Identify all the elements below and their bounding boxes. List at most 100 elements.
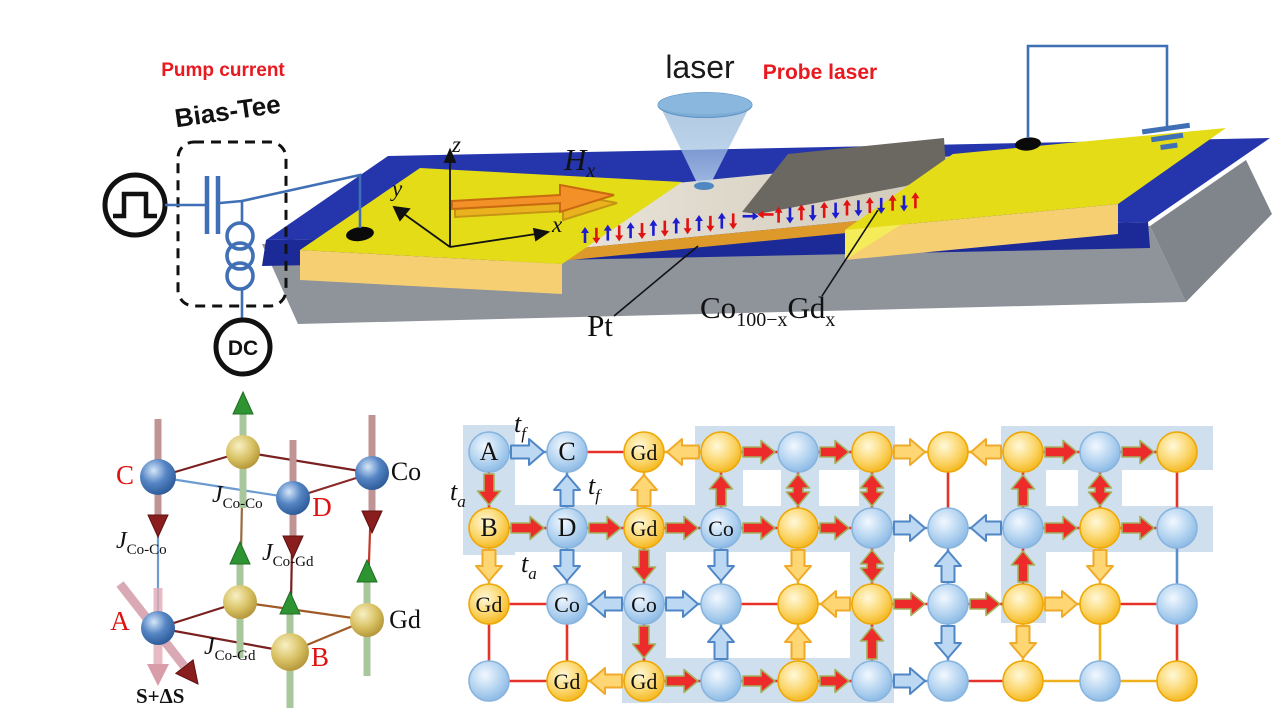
atom-label: B: [311, 642, 329, 672]
spin-arrow-head: [717, 212, 726, 219]
spin-up-head: [232, 390, 254, 415]
lattice-arrow-up: [707, 626, 735, 660]
spin-arrow-head: [695, 215, 703, 221]
lattice-node: [623, 431, 665, 473]
axis-z-label: z: [451, 132, 461, 157]
film-label: Co100−xGdx: [700, 290, 835, 331]
spin-arrow-head: [615, 235, 624, 242]
lattice-arrow-up: [1010, 550, 1036, 583]
lattice-node: [777, 431, 819, 473]
atom-label: Gd: [389, 605, 421, 634]
lattice-arrow-left: [589, 590, 623, 618]
probe-laser-label: Probe laser: [763, 61, 877, 84]
lattice-arrow-right: [742, 668, 776, 694]
pt-layer-edge: [560, 216, 908, 261]
ground-wire: [1026, 44, 1169, 138]
tilted-spin-head: [174, 659, 199, 685]
spin-arrow-head: [911, 192, 920, 199]
lattice-node-label: Gd: [476, 592, 503, 617]
lattice-arrow-right: [742, 439, 776, 465]
spin-arrow-head: [843, 199, 851, 206]
spin-down-head: [361, 510, 383, 535]
right-contact-dot: [1015, 137, 1041, 151]
lattice-arrow-right: [819, 668, 850, 694]
hopping-label: ta: [521, 549, 537, 583]
spin-arrow-head: [649, 219, 658, 226]
bias-tee-label: Bias-Tee: [173, 89, 283, 134]
lattice-arrow-up: [859, 626, 885, 660]
lattice-node: [1002, 583, 1044, 625]
lattice-node-label: Gd: [631, 669, 658, 694]
lattice-node: [851, 583, 893, 625]
spin-arrow-head: [683, 228, 692, 235]
substrate-side-face: [1150, 160, 1272, 302]
spin-arrow-head: [706, 225, 715, 232]
lattice-node: [1079, 507, 1121, 549]
lattice-arrow-down: [1009, 625, 1037, 659]
lattice-arrow-right: [819, 515, 850, 541]
laser-label: laser: [665, 49, 735, 85]
lattice-node: [1002, 431, 1044, 473]
lattice-arrow-down: [1086, 549, 1114, 582]
lattice-node: [927, 431, 969, 473]
lattice-arrow-up: [708, 474, 734, 507]
lattice-node-label: D: [558, 513, 577, 542]
lattice-node-label: B: [480, 513, 497, 542]
lattice-node: [700, 660, 742, 702]
shade-hole: [743, 470, 781, 506]
lattice-node: [1079, 431, 1121, 473]
lattice-arrow-right: [1044, 590, 1078, 618]
spin-arrow-head: [774, 206, 783, 213]
pt-label: Pt: [587, 308, 613, 343]
lattice-arrow-right: [893, 667, 926, 695]
pulse-generator-icon: [102, 172, 168, 238]
spin-arrow-head: [626, 222, 635, 229]
lattice-arrow-right: [1121, 515, 1155, 541]
lattice-arrow-right: [893, 514, 926, 542]
lattice-arrow-double: [859, 549, 885, 583]
dc-label: DC: [228, 337, 258, 360]
lattice-arrow-right: [665, 668, 699, 694]
lattice-arrow-left: [970, 438, 1002, 466]
lattice-arrow-left: [820, 590, 851, 618]
atom-co: [276, 481, 310, 515]
lattice-arrow-right: [969, 591, 1001, 617]
right-electrode-top: [845, 128, 1226, 230]
left-contact-dot: [346, 226, 374, 242]
field-label: Hx: [563, 142, 595, 182]
lattice-arrow-down: [631, 549, 657, 582]
delta-s-label: S+ΔS: [136, 684, 185, 708]
experimental-setup: [241, 44, 1272, 324]
capacitor-icon: [204, 176, 221, 234]
spin-arrow-head: [592, 237, 601, 244]
lattice-node: [1079, 583, 1121, 625]
lattice-node: [468, 583, 510, 625]
lattice-arrow-right: [819, 439, 850, 465]
lattice-arrow-double: [859, 473, 885, 507]
lattice-node: [851, 431, 893, 473]
spin-down-head: [282, 535, 304, 560]
shade-hole: [819, 470, 859, 506]
lattice-node: [1156, 583, 1198, 625]
hopping-label: tf: [588, 471, 602, 505]
pump-wire: [241, 173, 362, 228]
coupling-label: JCo-Co: [116, 528, 167, 558]
atom-co: [140, 459, 176, 495]
pump-circuit: DC: [102, 140, 288, 377]
hopping-label: tf: [514, 409, 528, 443]
pulse-waveform-icon: [113, 191, 157, 219]
bond-line: [157, 626, 291, 654]
lattice-node: [700, 583, 742, 625]
spin-arrow-head: [660, 230, 669, 237]
atom-gd: [226, 435, 260, 469]
spin-arrow-head: [581, 227, 589, 233]
lattice-node-label: Co: [708, 516, 734, 541]
spin-arrow-head: [877, 207, 886, 214]
lattice-node: [623, 583, 665, 625]
hopping-label: ta: [450, 477, 466, 511]
lattice-node: [851, 660, 893, 702]
atom-label: A: [110, 606, 130, 636]
ghost-spin-head: [147, 664, 169, 686]
